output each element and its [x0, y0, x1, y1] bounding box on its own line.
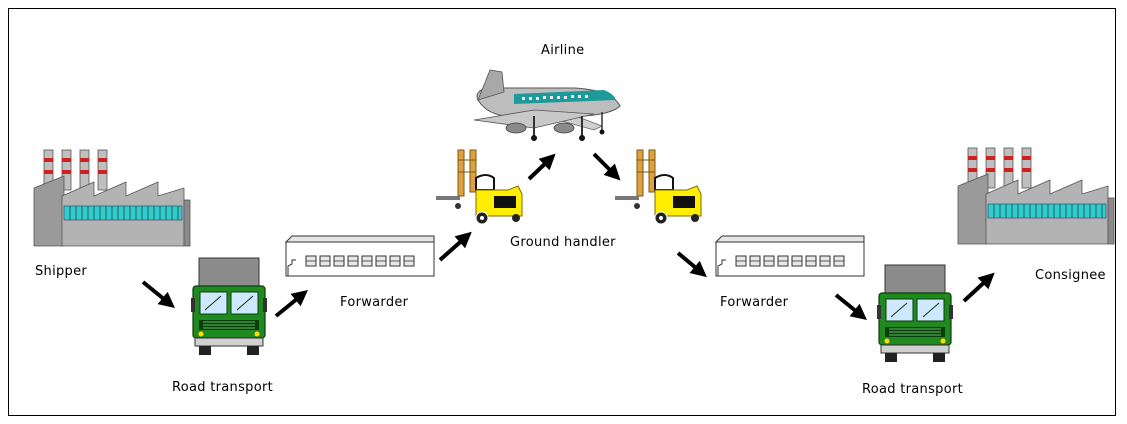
shipper-factory-icon [34, 150, 190, 246]
airplane-icon [474, 70, 620, 141]
flow-arrow [964, 277, 990, 301]
truck-icon [191, 258, 267, 355]
flow-arrow [276, 294, 303, 316]
consignee-factory-icon [958, 148, 1114, 244]
road-transport-label: Road transport [862, 382, 963, 397]
warehouse-icon [716, 236, 864, 276]
forwarder-label: Forwarder [720, 295, 788, 310]
truck-icon [877, 265, 953, 362]
consignee-label: Consignee [1035, 268, 1106, 283]
airline-label: Airline [541, 43, 584, 58]
warehouse-icon [286, 236, 434, 276]
road-transport-label: Road transport [172, 380, 273, 395]
forklift-icon [615, 150, 701, 224]
shipper-label: Shipper [35, 264, 87, 279]
flow-arrow [440, 236, 467, 260]
flow-arrow [143, 282, 170, 304]
flow-arrow [594, 154, 616, 176]
forklift-icon [436, 150, 522, 224]
flow-arrow [529, 158, 551, 179]
forwarder-label: Forwarder [340, 295, 408, 310]
flow-arrow [678, 253, 702, 273]
ground-handler-label: Ground handler [510, 235, 616, 250]
flow-arrow [836, 295, 862, 316]
